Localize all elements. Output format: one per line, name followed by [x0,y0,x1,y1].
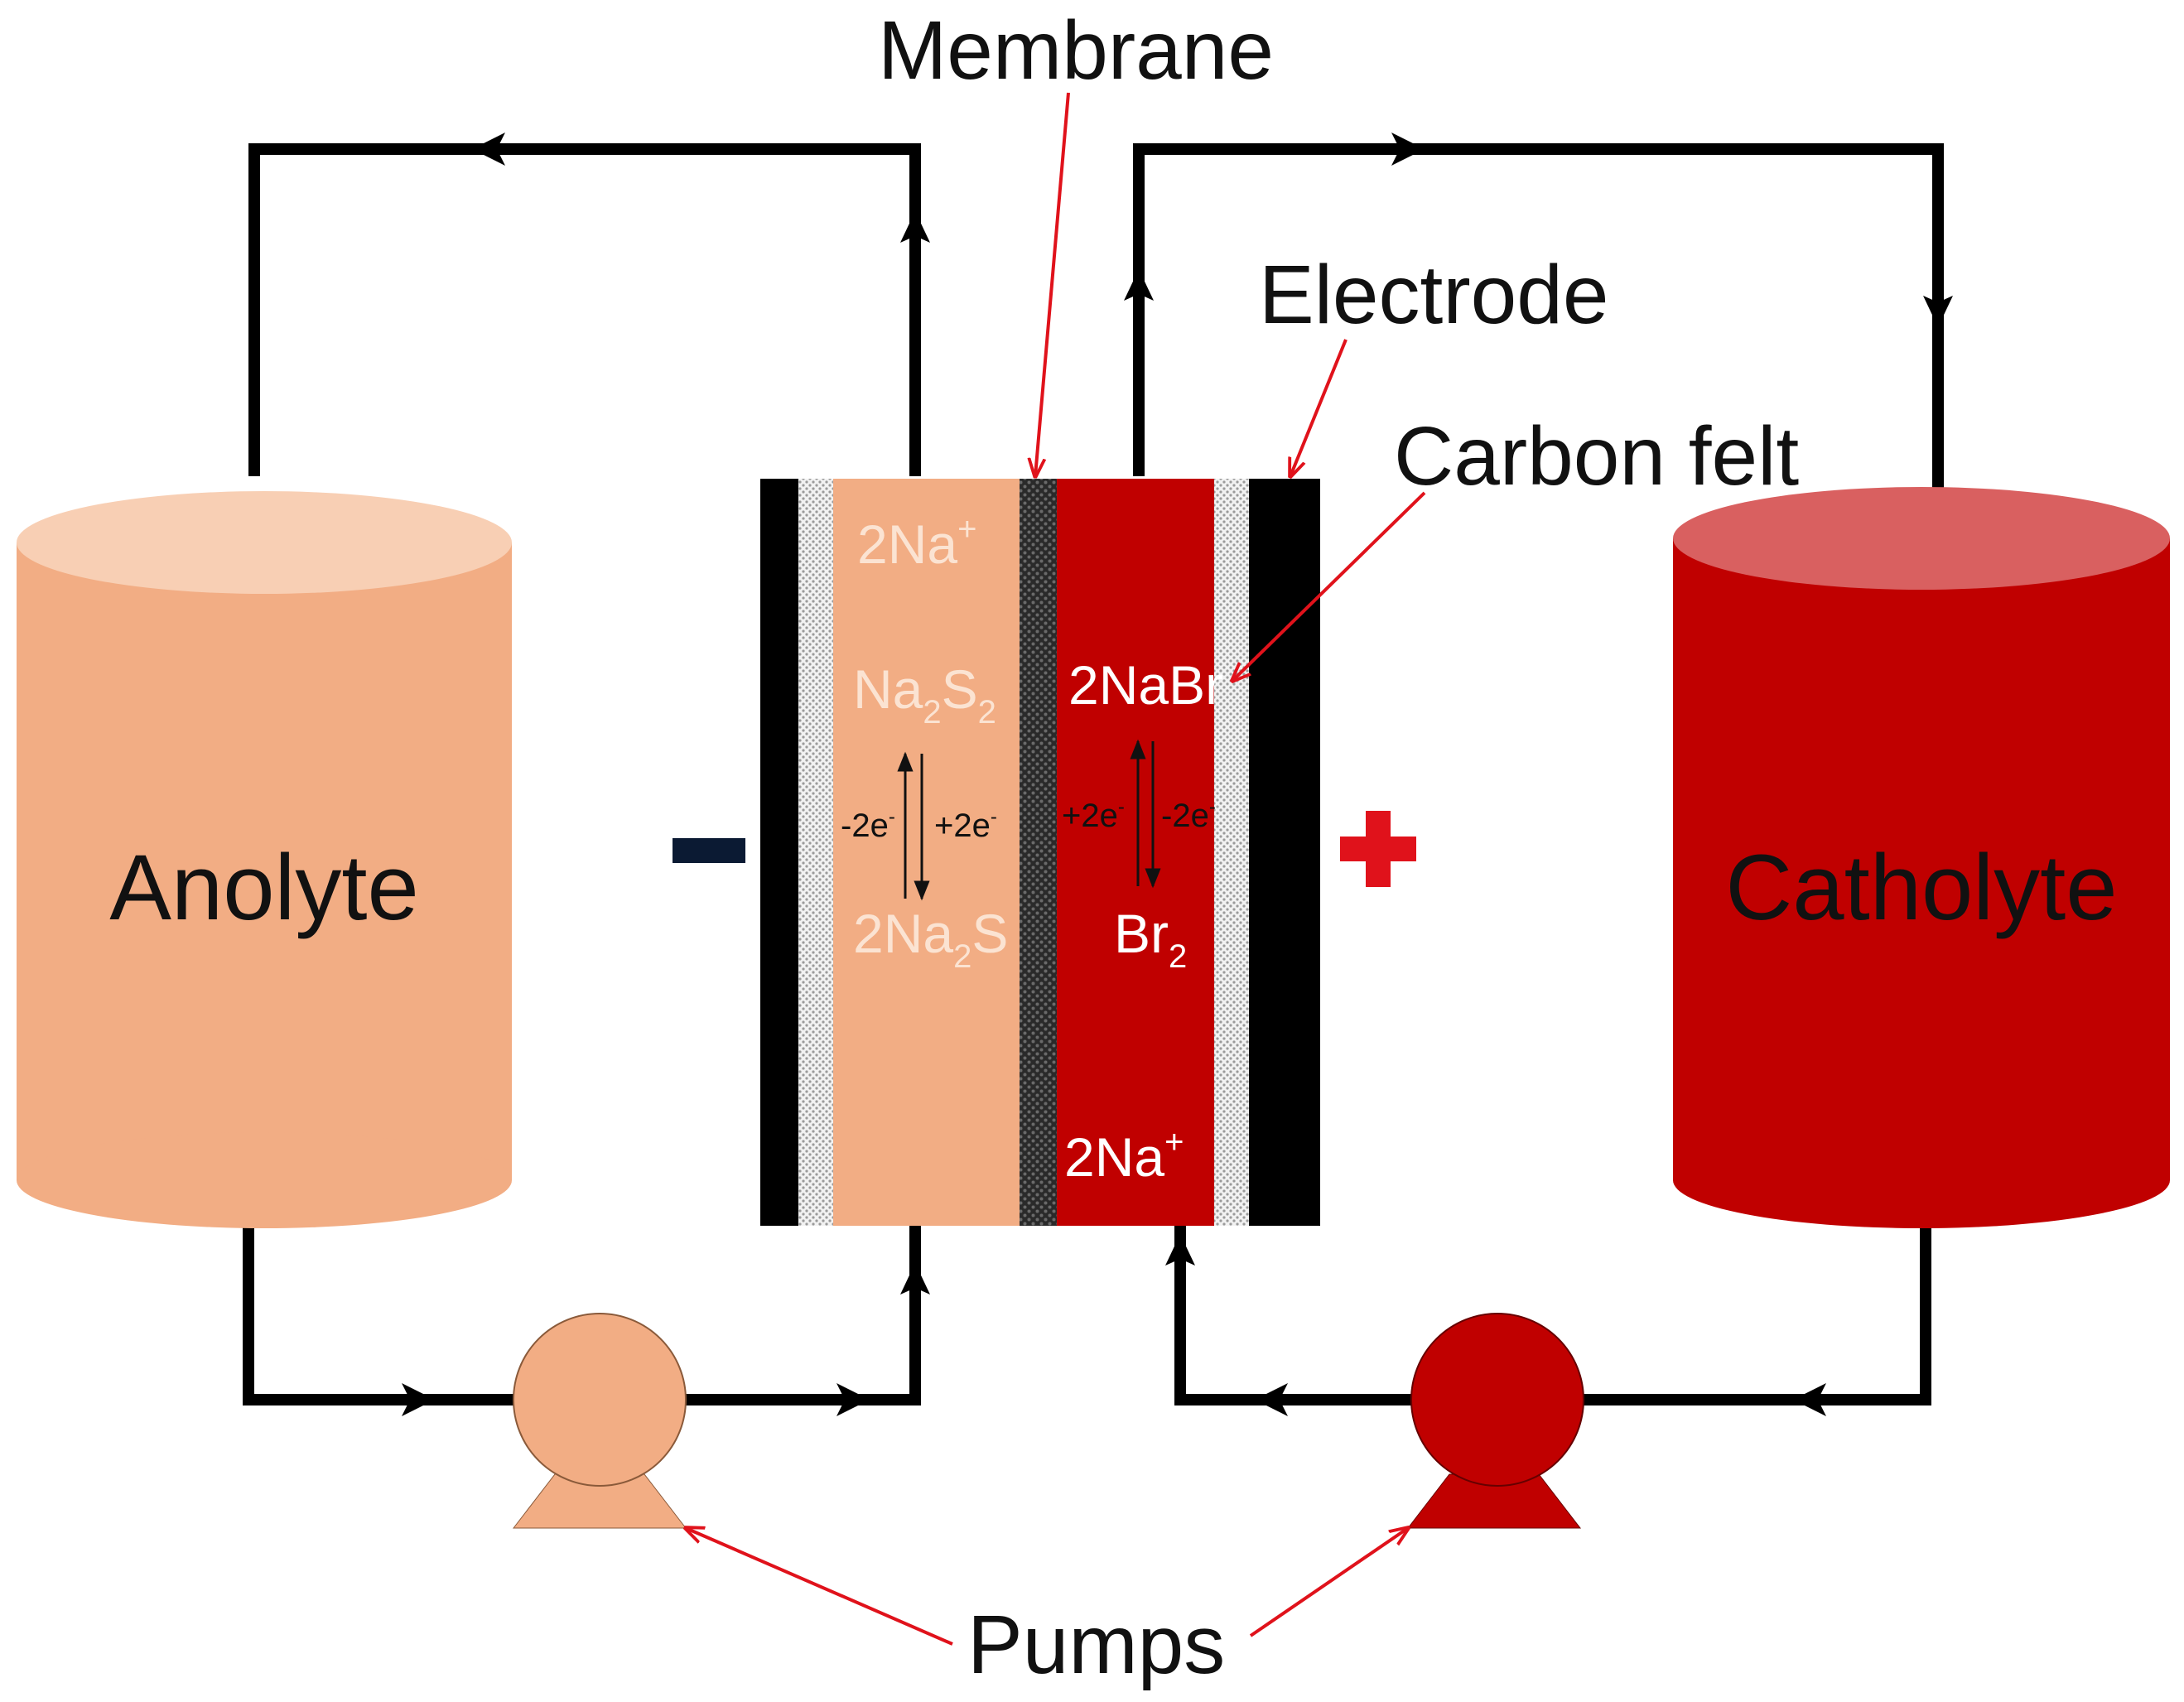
membrane-pointer [1035,92,1070,476]
pumps-pointer-right [1249,1528,1408,1637]
cathode-left-electrons: +2e- [1062,796,1125,834]
positive-electrode [1249,479,1320,1226]
catholyte-tank: Catholyte [1673,487,2170,1228]
anode-reactions: 2Na+ Na2S2 -2e- +2e- 2Na2S [841,511,1008,975]
carbon-felt-pointer [1232,491,1426,681]
membrane [1020,479,1057,1226]
cathode-bottom-ion: 2Na+ [1064,1124,1184,1188]
cathode-product: Br2 [1114,903,1187,975]
catholyte-label: Catholyte [1725,836,2117,939]
catholyte-pump [1406,1313,1584,1529]
arrow-up-right-bottom [1165,1234,1195,1266]
pumps-pointer-left [686,1528,953,1646]
anode-left-electrons: -2e- [841,806,895,844]
anolyte-tank: Anolyte [17,491,512,1228]
arrow-bottom-left-1 [402,1383,435,1416]
arrow-up-left-bottom [900,1263,930,1295]
arrow-up-left-cell [900,211,930,243]
pumps-label: Pumps [967,1598,1225,1691]
arrow-bottom-right-2 [1793,1383,1826,1416]
positive-carbon-felt [1214,479,1249,1226]
cathode-reactant: 2NaBr [1068,654,1223,716]
electrode-label: Electrode [1259,248,1608,341]
cell-stack [760,479,1320,1226]
membrane-label: Membrane [878,4,1274,97]
arrow-bottom-left-2 [836,1383,870,1416]
arrow-top-right [1391,133,1425,166]
negative-terminal-icon [673,838,745,863]
negative-carbon-felt [798,479,833,1226]
anolyte-label: Anolyte [109,836,419,939]
arrow-top-left [472,133,505,166]
arrow-bottom-right-1 [1255,1383,1288,1416]
cathode-right-electrons: -2e- [1161,796,1216,834]
cathode-compartment [1057,479,1214,1226]
anode-compartment [833,479,1020,1226]
anode-top-ion: 2Na+ [857,511,976,575]
cathode-reactions: 2NaBr +2e- -2e- Br2 2Na+ [1062,654,1223,1188]
carbon-felt-label: Carbon felt [1394,410,1799,503]
anode-product: 2Na2S [853,903,1008,975]
positive-terminal-icon [1340,811,1416,887]
negative-electrode [760,479,798,1226]
anode-reactant: Na2S2 [853,658,996,730]
arrow-up-right-pipe [1124,269,1154,301]
anolyte-pump [512,1313,687,1529]
arrow-down-right-tank [1923,296,1953,327]
anode-right-electrons: +2e- [934,806,997,844]
flow-arrows [402,133,1953,1416]
electrode-pointer [1290,339,1348,476]
